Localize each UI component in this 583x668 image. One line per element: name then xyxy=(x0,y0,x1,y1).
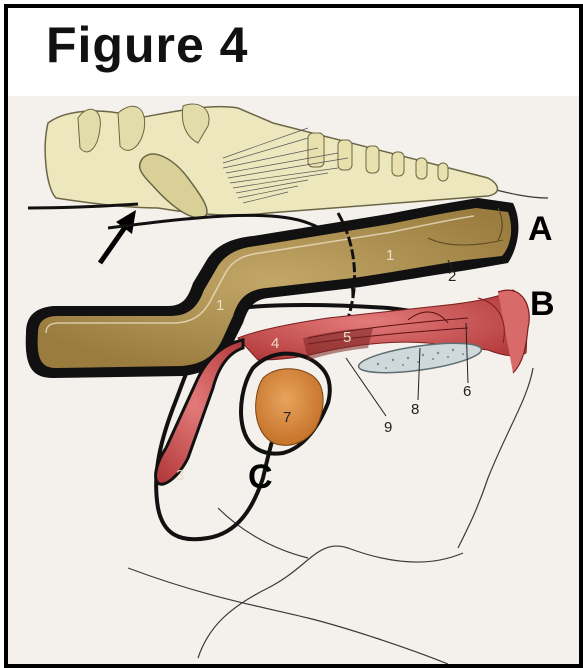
label-9: 9 xyxy=(384,419,392,436)
region-label-b: B xyxy=(530,285,555,323)
label-1-left: 1 xyxy=(216,297,224,314)
anatomy-diagram: A B C 1 1 2 3 4 5 6 7 8 9 xyxy=(8,8,579,664)
region-label-a: A xyxy=(528,210,553,248)
region-label-c: C xyxy=(248,458,273,496)
label-5: 5 xyxy=(343,329,351,346)
label-1-right: 1 xyxy=(386,247,394,264)
label-6: 6 xyxy=(463,383,471,400)
label-7: 7 xyxy=(283,409,291,426)
label-3: 3 xyxy=(176,467,184,484)
figure-frame: Figure 4 xyxy=(4,4,583,668)
label-4: 4 xyxy=(271,335,279,352)
label-2: 2 xyxy=(448,268,456,285)
label-8: 8 xyxy=(411,401,419,418)
